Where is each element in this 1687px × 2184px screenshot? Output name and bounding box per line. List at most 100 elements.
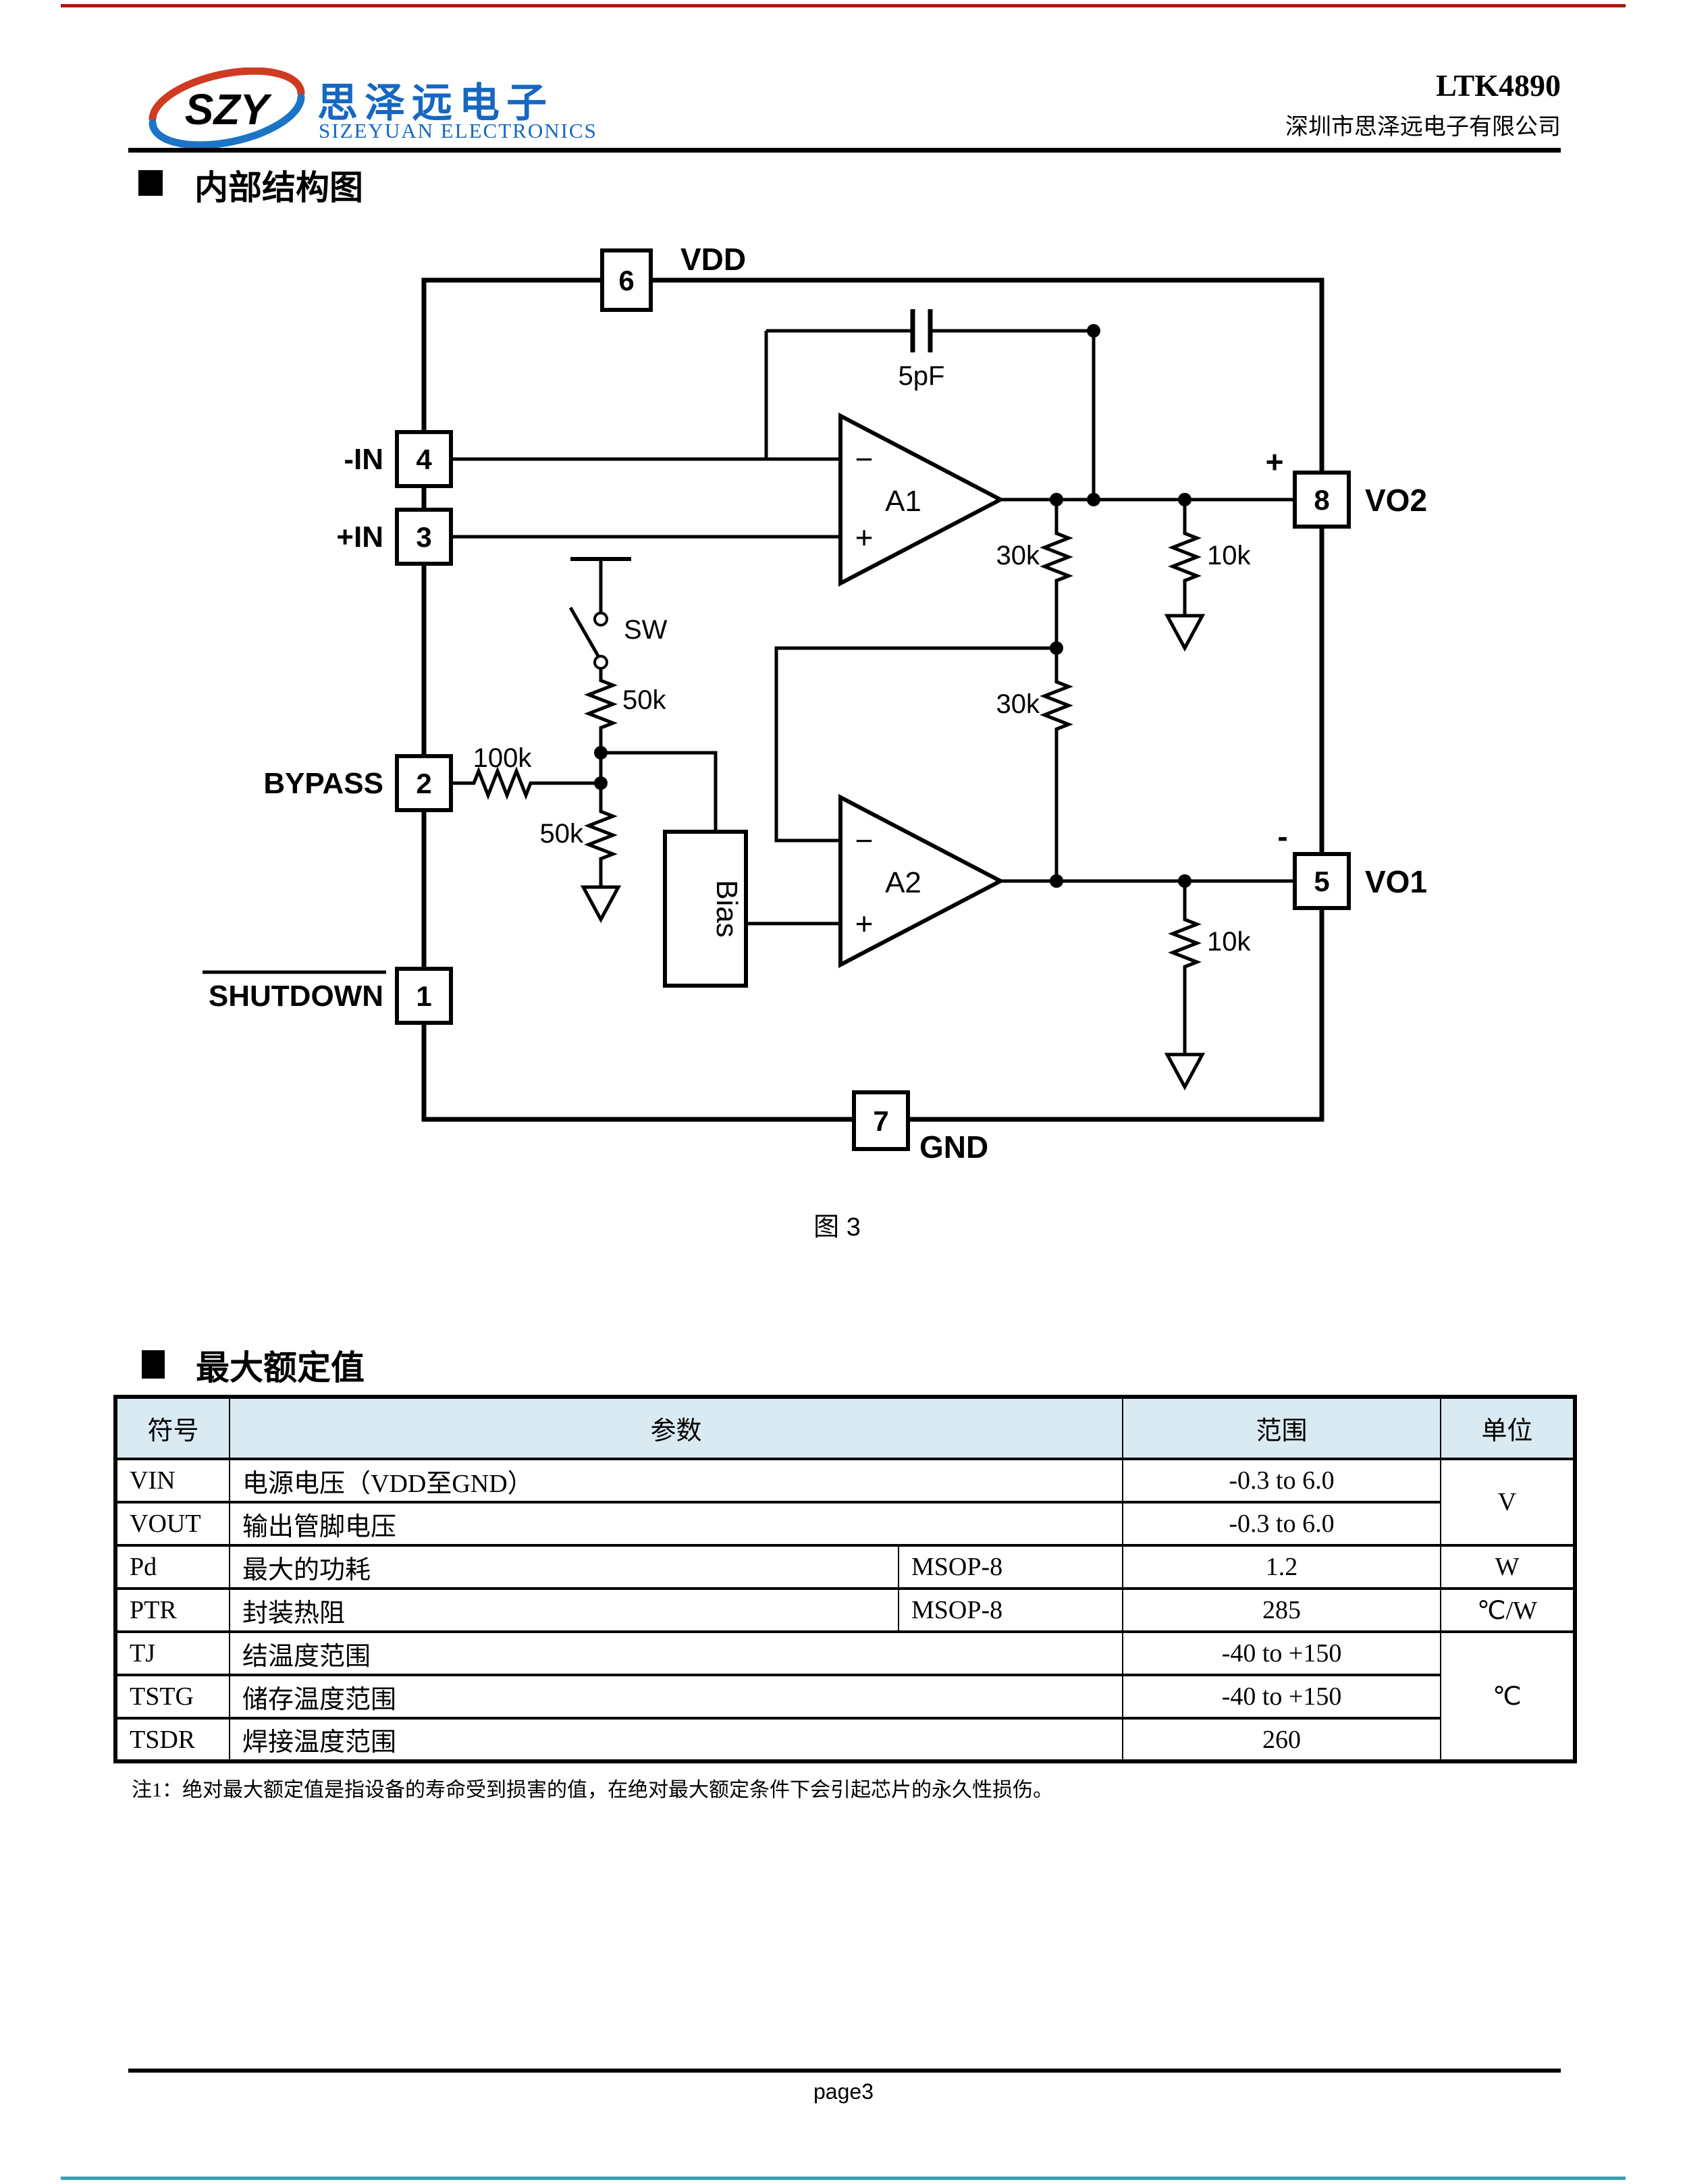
cell-package: MSOP-8 xyxy=(897,1587,1124,1633)
logo-name-cn: 思泽远电子 xyxy=(317,80,554,126)
junction-dot xyxy=(1050,493,1063,506)
a2-minus-sign: − xyxy=(855,823,874,858)
label-in-minus: -IN xyxy=(344,443,383,476)
section2-bullet xyxy=(142,1350,165,1379)
cell-symbol: TSDR xyxy=(115,1717,230,1763)
resistor-50k-ground xyxy=(584,783,618,887)
pin-number-2: 2 xyxy=(416,768,431,799)
logo-red-swoosh xyxy=(149,68,305,123)
cell-param: 最大的功耗 xyxy=(229,1544,899,1590)
table-header-row: 符号 参数 范围 单位 xyxy=(115,1395,1576,1460)
junction-dot xyxy=(594,776,608,790)
table-row: TJ 结温度范围 -40 to +150 ℃ xyxy=(115,1630,1576,1763)
switch-contact-top xyxy=(593,612,608,627)
junction-dot xyxy=(1178,874,1191,888)
cell-symbol: TSTG xyxy=(115,1674,230,1720)
internal-structure-diagram: Bias 6 4 3 2 1 7 8 5 VDD -IN +IN BYPASS … xyxy=(203,242,1427,1242)
label-50k-switch: 50k xyxy=(622,685,666,715)
cell-range: 260 xyxy=(1122,1717,1442,1763)
label-30k-top: 30k xyxy=(996,541,1040,570)
pin-box-8 xyxy=(1293,471,1351,529)
figure-caption: 图 3 xyxy=(813,1213,861,1242)
wire-node-to-bias xyxy=(601,751,718,832)
opamp-a1-triangle xyxy=(838,412,1005,587)
pin-number-3: 3 xyxy=(416,521,431,553)
pin-box-2 xyxy=(395,754,453,812)
ground-symbol-10k-bottom xyxy=(1164,1053,1206,1091)
label-30k-bottom: 30k xyxy=(996,689,1040,719)
a2-plus-sign: + xyxy=(855,906,874,941)
cell-symbol: VOUT xyxy=(115,1501,230,1547)
chip-boundary xyxy=(421,277,1324,1122)
pin-number-7: 7 xyxy=(873,1105,888,1137)
logo-name-en: SIZEYUAN ELECTRONICS xyxy=(319,119,597,142)
bias-block xyxy=(663,830,748,988)
company-name: 深圳市思泽远电子有限公司 xyxy=(1285,115,1561,140)
pin-box-4 xyxy=(395,430,453,488)
cell-range: -40 to +150 xyxy=(1122,1630,1442,1676)
resistor-10k-top xyxy=(1168,500,1202,616)
a1-plus-sign: + xyxy=(855,520,874,555)
cell-unit: V xyxy=(1440,1458,1576,1547)
cell-symbol: Pd xyxy=(115,1544,230,1590)
pin-number-4: 4 xyxy=(416,444,432,475)
ground-symbol-50k xyxy=(580,885,622,924)
section1-title: 内部结构图 xyxy=(194,169,363,207)
label-cap-5pf: 5pF xyxy=(899,361,945,391)
label-a2: A2 xyxy=(885,866,921,899)
cell-range: -40 to +150 xyxy=(1122,1674,1442,1720)
resistor-100k-bypass xyxy=(451,766,601,800)
col-header-range: 范围 xyxy=(1122,1395,1442,1460)
junction-dot xyxy=(1050,641,1063,655)
pin-number-5: 5 xyxy=(1314,865,1329,897)
pin-box-6 xyxy=(600,248,653,312)
section2-title: 最大额定值 xyxy=(196,1349,365,1387)
switch-contact-bottom xyxy=(593,655,608,670)
cell-range: 1.2 xyxy=(1122,1544,1442,1590)
logo-blue-swoosh xyxy=(149,93,305,149)
label-in-plus: +IN xyxy=(336,521,383,554)
cell-param: 储存温度范围 xyxy=(228,1674,1124,1720)
cell-unit: W xyxy=(1440,1544,1576,1590)
label-10k-bottom: 10k xyxy=(1207,927,1251,957)
cell-package: MSOP-8 xyxy=(897,1544,1124,1590)
footer-page-number: page3 xyxy=(813,2079,874,2104)
pin-box-7 xyxy=(852,1090,910,1151)
col-header-unit: 单位 xyxy=(1440,1395,1576,1460)
cell-unit: ℃ xyxy=(1440,1630,1576,1763)
cell-unit: ℃/W xyxy=(1440,1587,1576,1633)
logo-abbr: SZY xyxy=(185,85,273,134)
part-number: LTK4890 xyxy=(1436,68,1561,103)
pin-number-6: 6 xyxy=(618,265,634,296)
cell-range: 285 xyxy=(1122,1587,1442,1633)
cell-param: 电源电压（VDD至GND） xyxy=(228,1458,1124,1503)
wire-feedback-to-a2-minus xyxy=(774,646,1056,843)
section1-bullet xyxy=(138,170,163,196)
col-header-param: 参数 xyxy=(228,1395,1124,1460)
cell-range: -0.3 to 6.0 xyxy=(1122,1501,1442,1547)
junction-dot xyxy=(1178,493,1191,506)
opamp-a2-triangle xyxy=(838,794,1005,968)
col-header-symbol: 符号 xyxy=(115,1395,230,1460)
label-gnd: GND xyxy=(919,1129,988,1165)
resistor-30k-top xyxy=(1040,500,1073,648)
switch-blade xyxy=(568,606,601,660)
label-vo1: VO1 xyxy=(1365,864,1427,899)
cell-param: 输出管脚电压 xyxy=(228,1501,1124,1547)
cell-param: 焊接温度范围 xyxy=(228,1717,1124,1763)
cell-param: 结温度范围 xyxy=(228,1630,1124,1676)
table-note: 注1：绝对最大额定值是指设备的寿命受到损害的值，在绝对最大额定条件下会引起芯片的… xyxy=(132,1779,1053,1801)
header: SZY 思泽远电子 SIZEYUAN ELECTRONICS LTK4890 深… xyxy=(0,0,1687,155)
label-vo1-polarity: - xyxy=(1277,819,1287,854)
label-100k: 100k xyxy=(473,743,533,773)
table-row: VIN 电源电压（VDD至GND） -0.3 to 6.0 V xyxy=(115,1458,1576,1547)
footer-rule xyxy=(128,2069,1561,2073)
table-row: PTR 封装热阻 MSOP-8 285 ℃/W xyxy=(115,1587,1576,1633)
resistor-50k-switch xyxy=(584,668,618,783)
header-rule xyxy=(128,148,1561,153)
table-row: TSTG 储存温度范围 -40 to +150 xyxy=(115,1674,1575,1720)
cell-symbol: TJ xyxy=(115,1630,230,1676)
cell-symbol: VIN xyxy=(115,1458,230,1503)
pin-box-5 xyxy=(1293,852,1351,910)
